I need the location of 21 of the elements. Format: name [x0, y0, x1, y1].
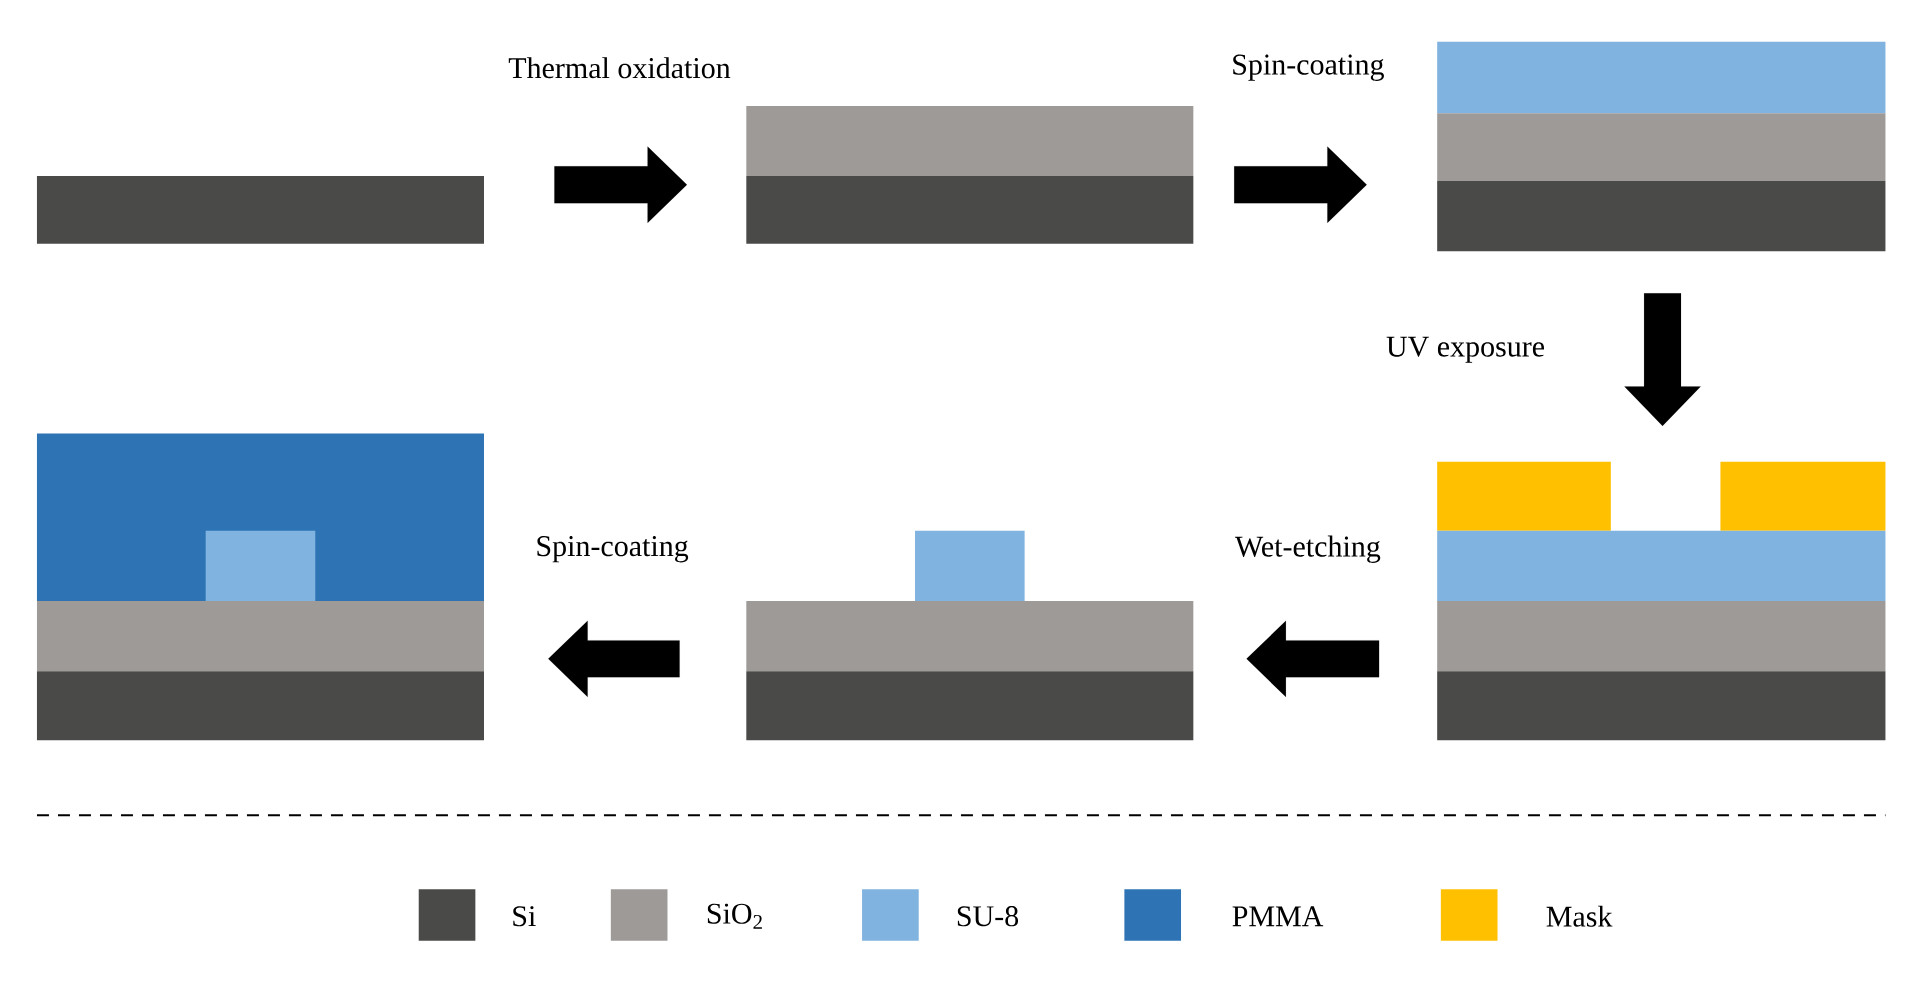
wafer-stack-drawing: [746, 105, 1194, 244]
legend-label: SiO$_{2}$: [707, 903, 762, 929]
step-label: UV exposure: [1386, 336, 1544, 363]
wafer-stack-drawing: [1437, 41, 1886, 251]
wafer-stack-drawing: [36, 433, 484, 740]
wafer-stack-drawing: [36, 175, 484, 244]
step-label: Spin-coating: [1233, 54, 1384, 81]
legend-label: SU-8: [957, 905, 1019, 927]
block-arrow: [548, 620, 680, 697]
block-arrow: [1234, 146, 1367, 223]
step-label: Spin-coating: [537, 535, 689, 563]
step-label: Wet-etching: [1234, 535, 1381, 563]
block-arrow: [554, 146, 688, 223]
legend-label: Mask: [1546, 905, 1613, 927]
block-arrow: [1624, 293, 1701, 426]
wafer-stack-drawing: [1437, 461, 1886, 740]
legend-label: Si: [513, 905, 536, 927]
step-label: Thermal oxidation: [508, 57, 731, 79]
legend-label: PMMA: [1232, 906, 1324, 926]
block-arrow: [1246, 620, 1380, 697]
wafer-stack-drawing: [746, 530, 1194, 740]
